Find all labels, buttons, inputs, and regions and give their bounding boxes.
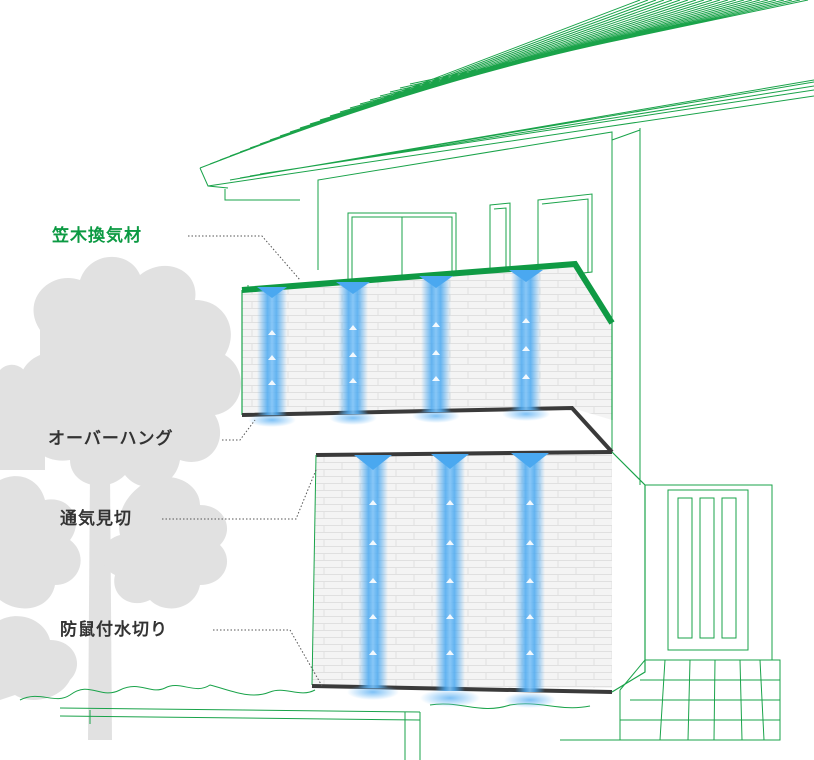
airflow-column-upper-2 — [336, 282, 370, 414]
leader-tsuki — [162, 469, 317, 520]
kasagi-vent-cap — [241, 260, 615, 325]
leader-mizukiri — [213, 629, 323, 687]
airflow-column-upper-4 — [509, 270, 543, 410]
leader-kasagi — [188, 235, 301, 281]
airflow-streams — [248, 270, 556, 708]
airflow-column-upper-1 — [257, 287, 287, 415]
airflow-column-lower-3 — [511, 453, 549, 692]
label-mizukiri: 防鼠付水切り — [60, 620, 168, 640]
airflow-column-lower-2 — [431, 454, 469, 691]
leader-overhang — [222, 419, 256, 441]
airflow-column-lower-1 — [354, 455, 392, 688]
entrance-steps — [610, 659, 781, 741]
ground-plants — [19, 684, 614, 760]
label-overhang: オーバーハング — [48, 429, 174, 449]
callout-leaders — [162, 235, 323, 687]
label-kasagi-vent: 笠木換気材 — [52, 226, 142, 246]
entrance-door — [639, 440, 773, 661]
roof — [199, 0, 814, 201]
airflow-column-upper-3 — [419, 276, 453, 412]
background-tree — [0, 256, 242, 740]
label-tsuki-mikiri: 通気見切 — [60, 509, 132, 529]
